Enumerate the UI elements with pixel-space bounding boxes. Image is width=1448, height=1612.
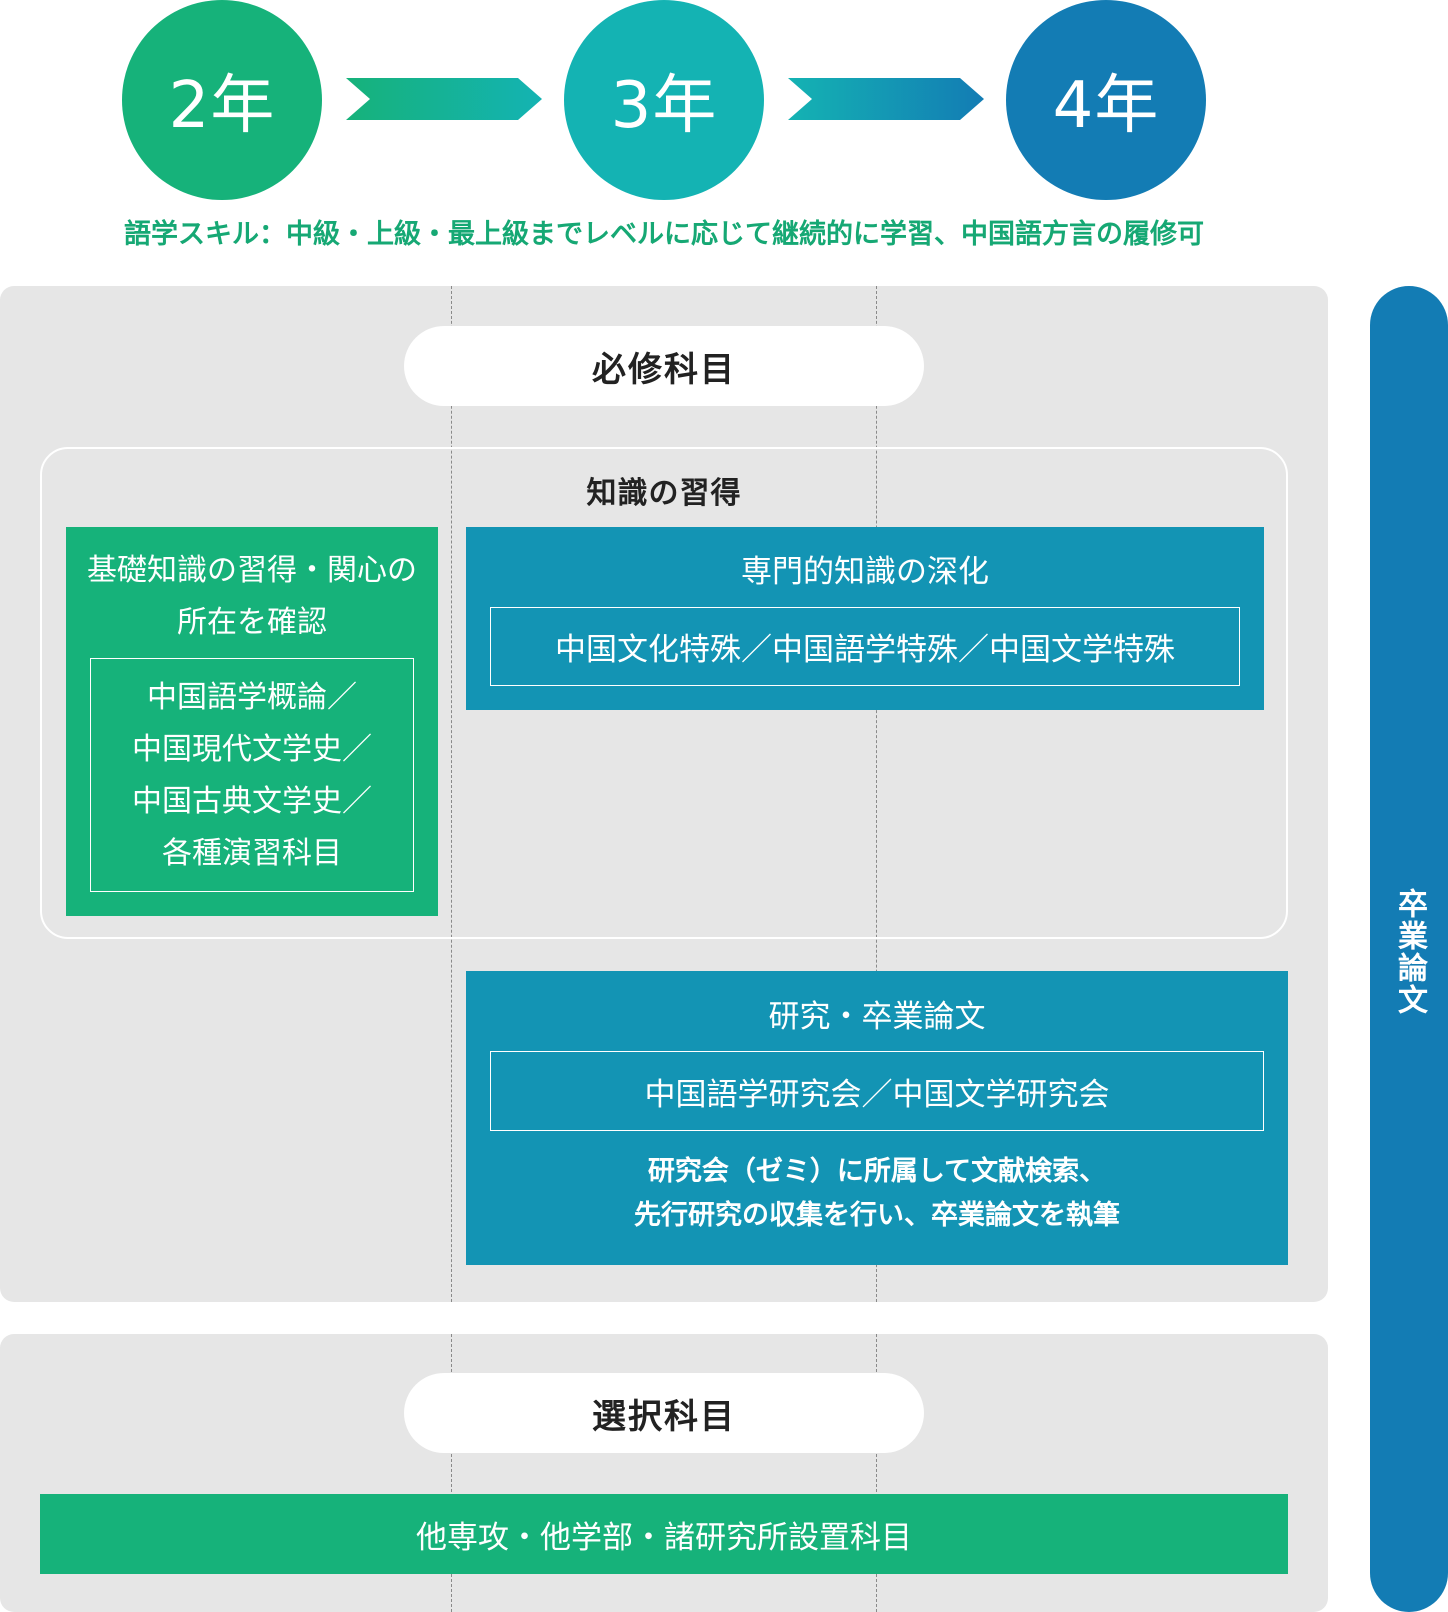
chevron-arrow-icon bbox=[788, 78, 984, 120]
specialized-courses: 中国文化特殊／中国語学特殊／中国文学特殊 bbox=[490, 607, 1240, 686]
specialized-knowledge-box bbox=[466, 527, 1264, 710]
year-3-label: 3年 bbox=[610, 69, 718, 143]
course-item: 各種演習科目 bbox=[162, 836, 342, 871]
research-thesis-box bbox=[466, 971, 1288, 1265]
research-thesis-title: 研究・卒業論文 bbox=[768, 999, 986, 1035]
chevron-arrow-icon bbox=[346, 78, 542, 120]
basic-knowledge-title-line: 所在を確認 bbox=[177, 605, 327, 640]
research-seminars-label: 中国語学研究会／中国文学研究会 bbox=[644, 1076, 1110, 1113]
research-description-line: 先行研究の収集を行い、卒業論文を執筆 bbox=[634, 1200, 1120, 1231]
course-item: 中国古典文学史／ bbox=[132, 784, 372, 819]
basic-knowledge-box bbox=[66, 527, 438, 916]
year-2-circle: 2年 bbox=[122, 0, 322, 200]
year-divider bbox=[876, 286, 877, 1302]
required-courses-label: 必修科目 bbox=[592, 349, 736, 390]
knowledge-acquisition-frame bbox=[40, 447, 1288, 939]
specialized-knowledge-title: 専門的知識の深化 bbox=[741, 554, 989, 590]
research-description-line: 研究会（ゼミ）に所属して文献検索、 bbox=[647, 1156, 1107, 1187]
year-2-label: 2年 bbox=[168, 69, 276, 143]
knowledge-acquisition-title: 知識の習得 bbox=[586, 476, 742, 511]
research-description: 研究会（ゼミ）に所属して文献検索、 先行研究の収集を行い、卒業論文を執筆 bbox=[466, 1150, 1288, 1238]
other-department-courses: 他専攻・他学部・諸研究所設置科目 bbox=[40, 1494, 1288, 1574]
basic-knowledge-title: 基礎知識の習得・関心の 所在を確認 bbox=[66, 545, 438, 649]
course-item: 中国語学概論／ bbox=[147, 680, 357, 715]
year-4-circle: 4年 bbox=[1006, 0, 1206, 200]
graduation-thesis-bar bbox=[1370, 286, 1448, 1612]
graduation-thesis-label: 卒業論文 bbox=[1392, 888, 1427, 1016]
elective-courses-label: 選択科目 bbox=[592, 1396, 736, 1437]
year-3-circle: 3年 bbox=[564, 0, 764, 200]
basic-knowledge-title-line: 基礎知識の習得・関心の bbox=[87, 553, 417, 588]
elective-courses-title: 選択科目 bbox=[404, 1373, 924, 1453]
basic-courses-list: 中国語学概論／ 中国現代文学史／ 中国古典文学史／ 各種演習科目 bbox=[90, 672, 414, 880]
research-seminars: 中国語学研究会／中国文学研究会 bbox=[490, 1051, 1264, 1131]
year-divider bbox=[876, 1334, 877, 1612]
course-item: 中国現代文学史／ bbox=[132, 732, 372, 767]
basic-courses-frame bbox=[90, 658, 414, 892]
specialized-courses-label: 中国文化特殊／中国語学特殊／中国文学特殊 bbox=[555, 632, 1175, 668]
year-divider bbox=[451, 1334, 452, 1612]
language-skill-note: 語学スキル：中級・上級・最上級までレベルに応じて継続的に学習、中国語方言の履修可 bbox=[124, 219, 1204, 250]
other-department-courses-label: 他専攻・他学部・諸研究所設置科目 bbox=[416, 1519, 912, 1556]
year-4-label: 4年 bbox=[1052, 69, 1160, 143]
required-courses-title: 必修科目 bbox=[404, 326, 924, 406]
year-divider bbox=[451, 286, 452, 1302]
